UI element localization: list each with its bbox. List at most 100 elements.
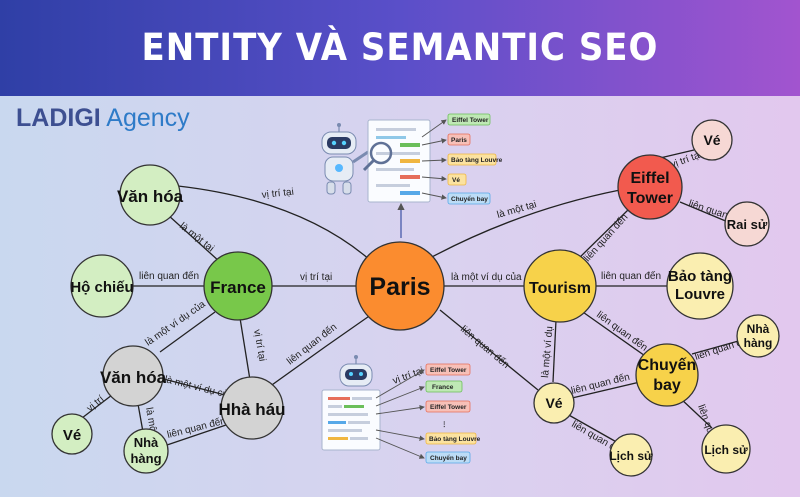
- edge-paris-hhahau: [264, 311, 376, 391]
- edge-label: là một tại: [177, 221, 216, 255]
- node-tourism[interactable]: [523, 249, 597, 323]
- node-ve-top-right[interactable]: [691, 119, 733, 161]
- edge-vanhoa-france: [167, 214, 221, 263]
- tag-bao-tang-louvre: [425, 432, 477, 445]
- tag-text: Chuyển bay: [430, 454, 467, 462]
- tag-eiffel-tower: [425, 400, 471, 413]
- node-label-nha-hang-right-2: hàng: [744, 336, 773, 350]
- node-label-hha-hau: Hhà háu: [218, 400, 285, 419]
- edge-tourism-chuyenbay: [579, 309, 649, 359]
- edge-label: vị trí tại: [251, 329, 267, 363]
- edge-vanhoa-paris: [177, 185, 371, 261]
- node-france[interactable]: [203, 251, 273, 321]
- node-label-eiffel-1: Eiffel: [630, 170, 669, 187]
- doc-top-tags: Eiffel Tower Paris Bảo tàng Louvre Vé Ch…: [447, 113, 503, 205]
- edge-label: liên quan đến: [284, 321, 339, 367]
- node-label-chuyen-bay-1: Chuyến: [638, 357, 697, 374]
- title-banner: ENTITY VÀ SEMANTIC SEO: [0, 0, 800, 96]
- robot-eye: [331, 140, 337, 146]
- node-eiffel-tower[interactable]: [617, 154, 683, 220]
- node-nha-hang-right[interactable]: [736, 314, 780, 358]
- edge-label: là một tại: [496, 199, 538, 221]
- robot-visor: [327, 137, 351, 149]
- node-label-lich-su-right: Lịch sử: [704, 443, 748, 457]
- tag-text: France: [432, 384, 454, 391]
- robot-top-illustration: [321, 119, 431, 203]
- tag-bao-tang-louvre: [447, 153, 497, 166]
- node-label-nha-hang-right-1: Nhà: [747, 322, 770, 336]
- node-ve-left[interactable]: [51, 413, 93, 455]
- edge-paris-eiffel: [429, 189, 621, 259]
- tag-text: Bảo tàng Louvre: [451, 157, 503, 164]
- node-label-van-hoa-top: Văn hóa: [117, 187, 184, 206]
- edge-chuyenbay-lichsu: [679, 397, 713, 429]
- node-label-paris: Paris: [369, 273, 430, 301]
- edge-label: vị trí tại: [261, 187, 294, 201]
- magnifier-icon: [369, 141, 393, 165]
- node-paris[interactable]: [355, 241, 445, 331]
- node-labels: Paris France Tourism Văn hóa Hộ chiếu Vă…: [63, 132, 773, 466]
- nodes: [51, 119, 780, 477]
- page-title: ENTITY VÀ SEMANTIC SEO: [141, 26, 659, 70]
- node-lich-su-bottom[interactable]: [609, 433, 653, 477]
- edge-label: vị trí tại: [300, 272, 332, 283]
- brand-logo: LADIGI Agency: [16, 104, 190, 133]
- node-lich-su-right[interactable]: [701, 424, 751, 474]
- robot-bottom-illustration: [321, 355, 381, 451]
- node-label-ve-left: Vé: [63, 427, 81, 444]
- node-nha-hang-left[interactable]: [123, 428, 169, 474]
- logo-part-agency: Agency: [100, 104, 190, 132]
- node-hha-hau[interactable]: [220, 376, 284, 440]
- edge-lines: [81, 149, 743, 446]
- tag-paris: [447, 133, 471, 146]
- edge-france-vanhoa: [159, 311, 216, 353]
- node-label-ve-bottom: Vé: [545, 395, 562, 411]
- edge-ve-chuyenbay: [571, 381, 641, 399]
- doc-bottom-tags: Eiffel Tower France Eiffel Tower ⋮ Bảo t…: [425, 363, 481, 464]
- logo-part-ladigi: LADIGI: [16, 104, 101, 132]
- tag-ve: [447, 173, 467, 186]
- tag-text: Vé: [452, 177, 460, 184]
- node-van-hoa-bottom[interactable]: [102, 345, 164, 407]
- tag-text: Eiffel Tower: [430, 404, 467, 411]
- node-label-tourism: Tourism: [529, 280, 591, 297]
- node-label-van-hoa-bottom: Văn hóa: [100, 368, 167, 387]
- edge-label: là một ví dụ của: [451, 271, 522, 283]
- edge-label: liên quan đến: [581, 211, 630, 264]
- edge-nhahang-hhahau: [166, 424, 227, 446]
- node-label-ve-top-right: Vé: [703, 132, 720, 148]
- edge-label: liên quan đến: [601, 270, 661, 282]
- doc-top-connectors: [421, 119, 447, 200]
- doc-bottom-connectors: [375, 369, 425, 459]
- node-ho-chieu[interactable]: [70, 254, 134, 318]
- edge-vanhoa-ve: [81, 394, 113, 419]
- edge-tourism-ve: [552, 319, 557, 383]
- tag-chuyen-bay: [425, 451, 471, 464]
- tag-eiffel-tower: [447, 113, 491, 126]
- edge-vanhoa-nhahang: [137, 403, 144, 433]
- node-label-louvre-2: Louvre: [675, 286, 725, 303]
- edge-paris-ve: [439, 309, 539, 391]
- node-label-ho-chieu: Hộ chiếu: [70, 279, 133, 296]
- edge-label: vị trí: [85, 394, 107, 415]
- tag-text: Eiffel Tower: [452, 117, 489, 124]
- edge-label: liên quan: [687, 198, 729, 221]
- node-label-nha-hang-left-1: Nhà: [134, 435, 159, 450]
- tag-text: Chuyển bay: [451, 195, 488, 203]
- edge-ve-lichsu: [566, 413, 621, 445]
- edge-vanhoa-hhahau: [159, 377, 226, 396]
- node-label-rai-su: Rai sử: [727, 217, 768, 232]
- node-rai-su[interactable]: [724, 201, 770, 247]
- node-label-chuyen-bay-2: bay: [653, 377, 681, 394]
- node-van-hoa-top[interactable]: [119, 164, 181, 226]
- doc-bottom-label: vị trí tại: [391, 365, 425, 386]
- node-bao-tang-louvre[interactable]: [666, 252, 734, 320]
- tag-france: [425, 380, 463, 393]
- edge-label: liên quan đến: [594, 309, 650, 354]
- node-label-lich-su-bottom: Lịch sử: [609, 449, 653, 463]
- node-chuyen-bay[interactable]: [635, 343, 699, 407]
- edge-france-hhahau: [239, 317, 251, 381]
- edge-label: liên quan đến: [570, 371, 631, 397]
- edge-chuyenbay-nhahang: [691, 339, 743, 355]
- node-ve-bottom[interactable]: [533, 382, 575, 424]
